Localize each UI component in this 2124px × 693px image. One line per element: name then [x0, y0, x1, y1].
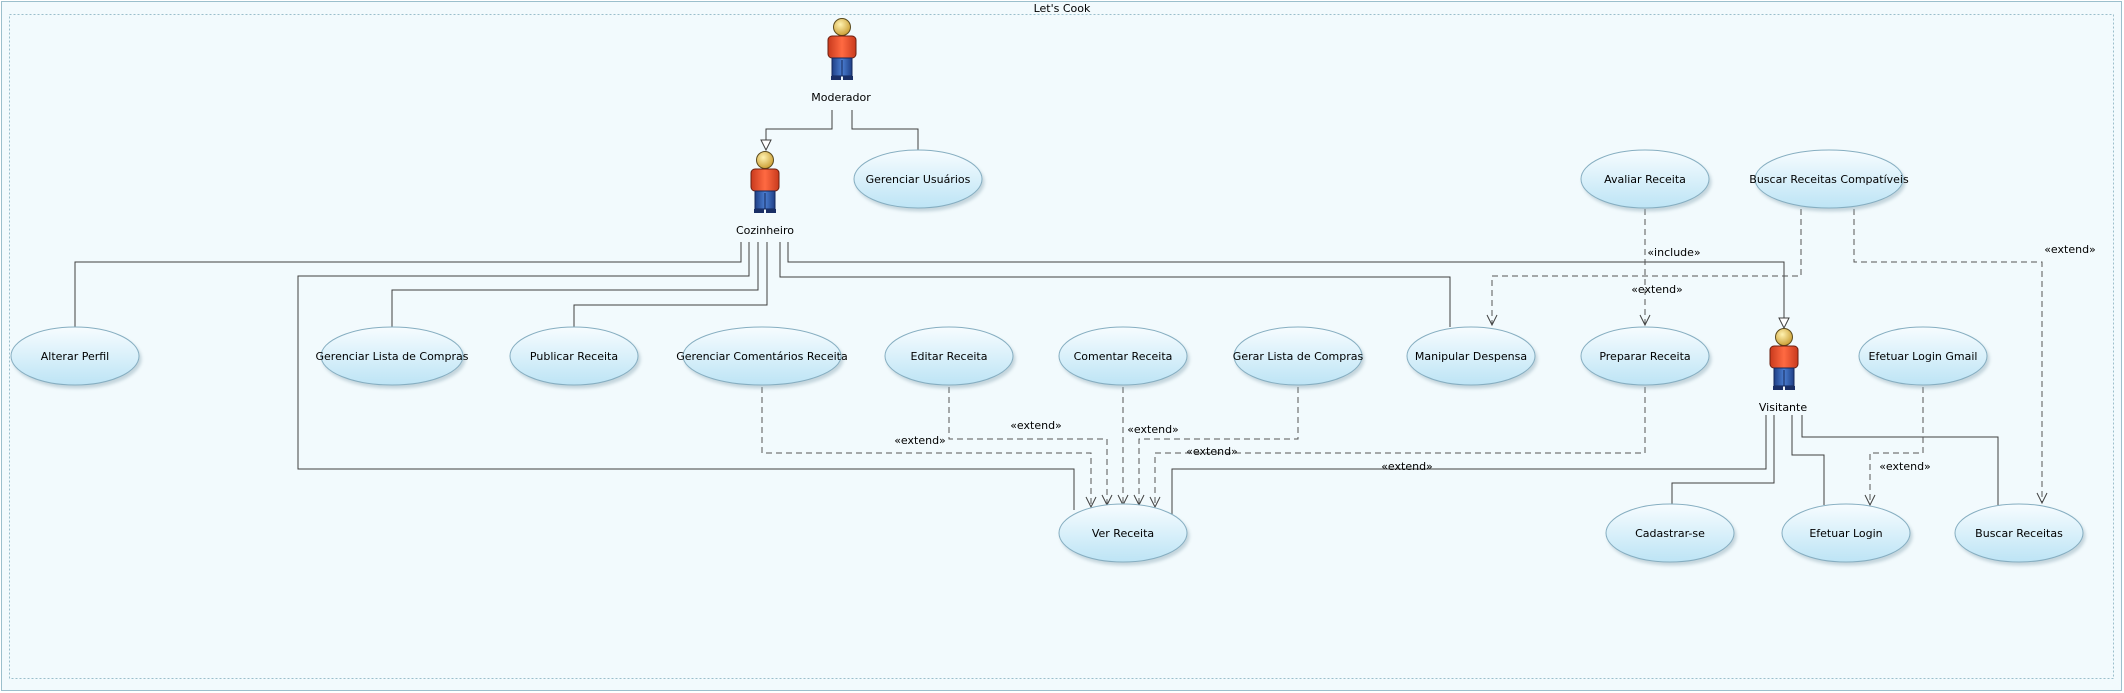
extend-label: «extend»: [1010, 419, 1062, 432]
actor-moderador[interactable]: Moderador: [811, 18, 871, 105]
actor-icon: [1769, 328, 1799, 390]
svg-text:Efetuar Login Gmail: Efetuar Login Gmail: [1869, 350, 1978, 363]
svg-text:Alterar Perfil: Alterar Perfil: [41, 350, 109, 363]
svg-text:Publicar Receita: Publicar Receita: [530, 350, 618, 363]
svg-text:Efetuar Login: Efetuar Login: [1809, 527, 1882, 540]
extend-label: «extend»: [2044, 243, 2096, 256]
svg-text:Gerenciar Comentários Receita: Gerenciar Comentários Receita: [676, 350, 847, 363]
association-lines: [74, 110, 1999, 514]
svg-text:Gerenciar Lista de Compras: Gerenciar Lista de Compras: [316, 350, 469, 363]
svg-text:Preparar Receita: Preparar Receita: [1599, 350, 1690, 363]
use-case-efetuar-login[interactable]: Efetuar Login: [1781, 503, 1911, 563]
use-case-efetuar-login-gmail[interactable]: Efetuar Login Gmail: [1858, 326, 1988, 386]
use-case-gerenciar-lista-compras[interactable]: Gerenciar Lista de Compras: [316, 326, 469, 386]
use-case-buscar-receitas[interactable]: Buscar Receitas: [1954, 503, 2084, 563]
include-label: «include»: [1647, 246, 1700, 259]
svg-text:Gerenciar Usuários: Gerenciar Usuários: [866, 173, 971, 186]
use-case-avaliar-receita[interactable]: Avaliar Receita: [1580, 149, 1710, 209]
dependency-lines: [761, 209, 2043, 507]
use-case-comentar-receita[interactable]: Comentar Receita: [1058, 326, 1188, 386]
actor-icon: [750, 151, 780, 213]
extend-label: «extend»: [1127, 423, 1179, 436]
use-case-alterar-perfil[interactable]: Alterar Perfil: [10, 326, 140, 386]
actor-name: Cozinheiro: [736, 224, 794, 237]
actor-visitante[interactable]: Visitante: [1759, 328, 1807, 415]
svg-text:Manipular Despensa: Manipular Despensa: [1415, 350, 1527, 363]
svg-text:Avaliar Receita: Avaliar Receita: [1604, 173, 1686, 186]
extend-label: «extend»: [1381, 460, 1433, 473]
relation-labels: «include» «extend» «extend» «extend» «ex…: [894, 243, 2096, 473]
diagram-title: Let's Cook: [1034, 2, 1091, 15]
generalization-arrows: [760, 139, 1790, 330]
use-case-manipular-despensa[interactable]: Manipular Despensa: [1406, 326, 1536, 386]
use-case-cadastrar-se[interactable]: Cadastrar-se: [1605, 503, 1735, 563]
use-case-publicar-receita[interactable]: Publicar Receita: [509, 326, 639, 386]
actor-name: Moderador: [811, 91, 871, 104]
use-case-buscar-receitas-compativeis[interactable]: Buscar Receitas Compatíveis: [1749, 149, 1909, 209]
actor-icon: [827, 18, 857, 80]
svg-text:Comentar Receita: Comentar Receita: [1074, 350, 1173, 363]
use-case-gerenciar-comentarios[interactable]: Gerenciar Comentários Receita: [676, 326, 848, 386]
svg-text:Editar Receita: Editar Receita: [911, 350, 988, 363]
svg-text:Gerar Lista de Compras: Gerar Lista de Compras: [1233, 350, 1364, 363]
extend-label: «extend»: [1879, 460, 1931, 473]
use-case-preparar-receita[interactable]: Preparar Receita: [1580, 326, 1710, 386]
svg-text:Ver Receita: Ver Receita: [1092, 527, 1154, 540]
extend-label: «extend»: [1186, 445, 1238, 458]
use-case-gerenciar-usuarios[interactable]: Gerenciar Usuários: [853, 149, 983, 209]
actor-name: Visitante: [1759, 401, 1807, 414]
use-case-editar-receita[interactable]: Editar Receita: [884, 326, 1014, 386]
use-cases: Gerenciar Usuários Avaliar Receita Busca…: [10, 149, 2084, 563]
use-case-gerar-lista-compras[interactable]: Gerar Lista de Compras: [1233, 326, 1364, 386]
svg-text:Cadastrar-se: Cadastrar-se: [1635, 527, 1705, 540]
svg-text:Buscar Receitas Compatíveis: Buscar Receitas Compatíveis: [1749, 173, 1909, 186]
svg-text:Buscar Receitas: Buscar Receitas: [1975, 527, 2063, 540]
actor-cozinheiro[interactable]: Cozinheiro: [736, 151, 794, 238]
extend-label: «extend»: [894, 434, 946, 447]
use-case-ver-receita[interactable]: Ver Receita: [1058, 503, 1188, 563]
extend-label: «extend»: [1631, 283, 1683, 296]
